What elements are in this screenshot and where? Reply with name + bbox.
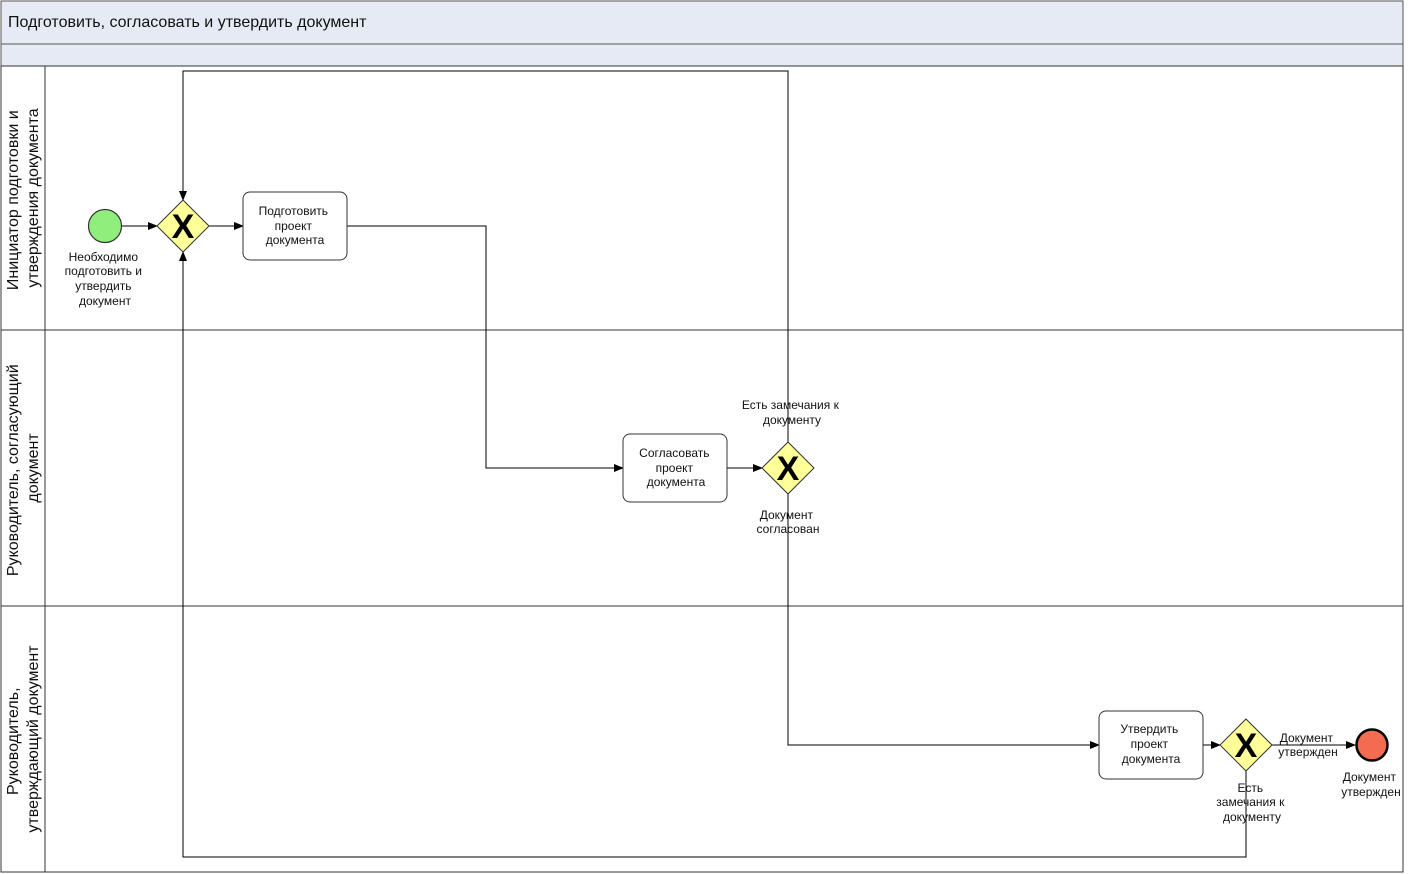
start-event-label: Необходимо подготовить и утвердить докум… [65, 250, 146, 308]
lane-approver-label: Руководитель, согласующий документ [5, 360, 42, 576]
start-event[interactable] [87, 208, 123, 244]
flow-remarks-back-to-merge [179, 70, 789, 442]
gateway-agree-approved-label: Документ согласован [757, 508, 820, 536]
pool-subheader [0, 43, 1404, 67]
task-prepare[interactable]: Подготовить проект документа [242, 191, 348, 261]
task-agree-label: Согласовать проект документа [639, 446, 713, 489]
task-prepare-label: Подготовить проект документа [259, 204, 332, 247]
gateway-approve-approved-label: Документ утвержден [1278, 731, 1337, 759]
gateway-merge[interactable]: X [156, 199, 210, 253]
task-approve[interactable]: Утвердить проект документа [1098, 710, 1204, 780]
gateway-approve-symbol: X [1235, 727, 1258, 765]
pool-header [0, 0, 1404, 45]
gateway-merge-symbol: X [172, 208, 195, 246]
gateway-agree-decision[interactable]: X [761, 441, 815, 495]
lane-initiator: Инициатор подготовки и утверждения докум… [0, 65, 1404, 331]
flow-agreed-to-approve [787, 494, 1100, 749]
task-approve-label: Утвердить проект документа [1120, 722, 1181, 766]
lane-signer-label: Руководитель, утверждающий документ [5, 645, 42, 833]
lane-initiator-label: Инициатор подготовки и утверждения докум… [5, 106, 42, 290]
gateway-agree-remarks-label: Есть замечания к документу [742, 398, 842, 427]
gateway-approve-remarks-label: Есть замечания к документу [1216, 781, 1287, 824]
end-event-label: Документ утвержден [1341, 770, 1400, 799]
gateway-agree-symbol: X [777, 450, 800, 488]
gateway-approve-decision[interactable]: X [1219, 718, 1273, 772]
sequence-flows [122, 70, 1356, 858]
flow-approval-remarks-back [179, 251, 1247, 858]
flow-prepare-to-agree [347, 225, 624, 472]
task-agree[interactable]: Согласовать проект документа [622, 433, 728, 503]
end-event[interactable] [1355, 728, 1389, 762]
pool-title: Подготовить, согласовать и утвердить док… [8, 14, 367, 31]
